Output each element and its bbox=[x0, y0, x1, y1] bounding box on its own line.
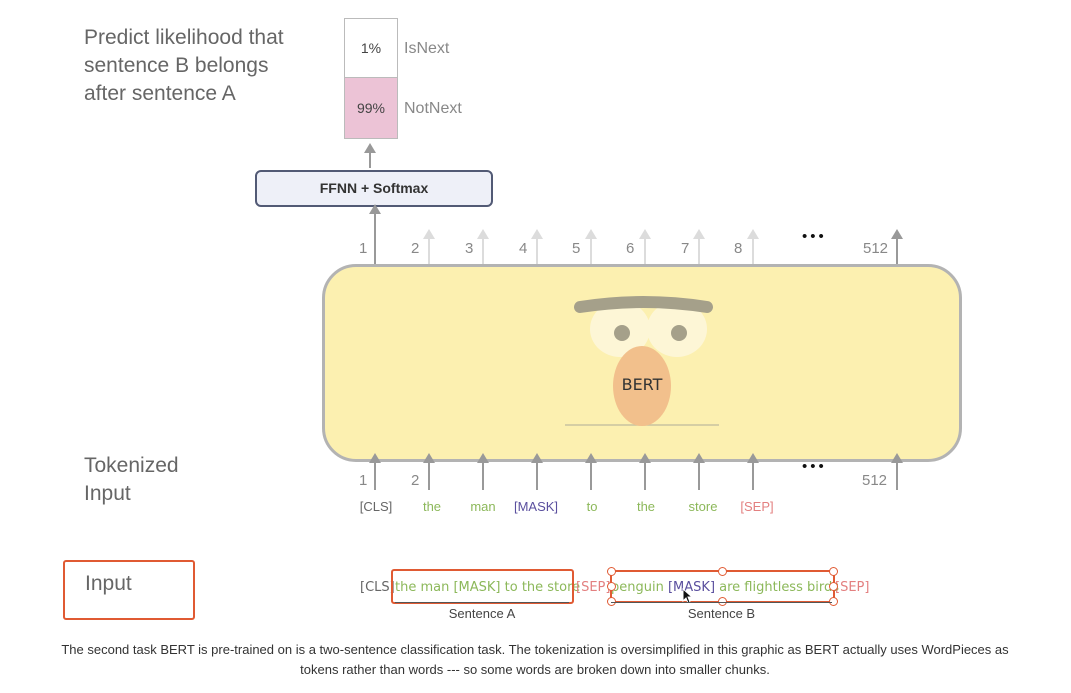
input-cls: [CLS] bbox=[360, 580, 395, 595]
input-arrow-7 bbox=[693, 453, 705, 490]
output-position-7: 7 bbox=[681, 240, 690, 257]
output-position-512: 512 bbox=[863, 240, 889, 257]
input-label-box[interactable]: Input bbox=[63, 560, 195, 620]
sentence-a-selection[interactable] bbox=[391, 569, 574, 604]
bert-model-box: BERT bbox=[322, 264, 962, 462]
resize-handle-bm[interactable] bbox=[718, 597, 727, 606]
resize-handle-tm[interactable] bbox=[718, 567, 727, 576]
input-sep-1: [SEP] bbox=[576, 580, 611, 595]
output-position-4: 4 bbox=[519, 240, 528, 257]
token-cls: [CLS] bbox=[359, 499, 393, 514]
output-arrow-3 bbox=[477, 229, 489, 264]
output-position-1: 1 bbox=[359, 240, 368, 257]
input-sep-2: [SEP] bbox=[835, 580, 870, 595]
output-arrow-6 bbox=[639, 229, 651, 264]
input-arrow-2 bbox=[423, 453, 435, 490]
output-arrow-5 bbox=[585, 229, 597, 264]
input-arrow-8 bbox=[747, 453, 759, 490]
output-arrow-8 bbox=[747, 229, 759, 264]
input-arrow-4 bbox=[531, 453, 543, 490]
figure-caption: The second task BERT is pre-trained on i… bbox=[61, 642, 1009, 677]
sentence-a-text: the man [MASK] to the store bbox=[395, 580, 580, 595]
isnext-probability: 1% bbox=[344, 18, 398, 78]
output-arrow-2 bbox=[423, 229, 435, 264]
resize-handle-mr[interactable] bbox=[829, 582, 838, 591]
output-arrow-7 bbox=[693, 229, 705, 264]
sentence-b-mask: [MASK] bbox=[667, 580, 716, 595]
resize-handle-br[interactable] bbox=[829, 597, 838, 606]
sentence-b-underline bbox=[611, 602, 832, 603]
predict-heading: Predict likelihood that sentence B belon… bbox=[84, 26, 284, 105]
token-the: the bbox=[422, 499, 442, 514]
token-sep: [SEP] bbox=[740, 499, 774, 514]
notnext-label: NotNext bbox=[404, 100, 462, 117]
input-ellipsis: ••• bbox=[802, 458, 827, 475]
output-position-2: 2 bbox=[411, 240, 420, 257]
input-arrow-3 bbox=[477, 453, 489, 490]
output-arrow-4 bbox=[531, 229, 543, 264]
sentence-b-selection[interactable] bbox=[607, 567, 838, 606]
output-ellipsis: ••• bbox=[802, 228, 827, 245]
sentence-b-part-2: are flightless birds bbox=[719, 580, 839, 595]
resize-handle-tr[interactable] bbox=[829, 567, 838, 576]
token-store: store bbox=[688, 499, 718, 514]
sentence-a-underline bbox=[395, 602, 569, 603]
input-position-1: 1 bbox=[359, 472, 368, 489]
sentence-b-part-1: penguin bbox=[611, 580, 664, 595]
sentence-a-part: the man [MASK] to the store bbox=[395, 580, 581, 595]
output-position-5: 5 bbox=[572, 240, 581, 257]
sentence-b-label: Sentence B bbox=[687, 606, 756, 621]
bert-face-illustration bbox=[565, 296, 719, 426]
resize-handle-ml[interactable] bbox=[607, 582, 616, 591]
input-position-2: 2 bbox=[411, 472, 420, 489]
input-position-512: 512 bbox=[862, 472, 888, 489]
token-the-2: the bbox=[636, 499, 656, 514]
input-arrow-5 bbox=[585, 453, 597, 490]
output-position-8: 8 bbox=[734, 240, 743, 257]
token-mask: [MASK] bbox=[513, 499, 559, 514]
tokenized-input-heading: Tokenized Input bbox=[84, 454, 179, 505]
token-man: man bbox=[470, 499, 496, 514]
cls-output-arrow bbox=[369, 204, 381, 265]
input-arrow-1 bbox=[369, 453, 381, 490]
ffnn-to-output-arrow bbox=[364, 143, 376, 168]
input-heading: Input bbox=[85, 572, 132, 595]
notnext-probability: 99% bbox=[344, 77, 398, 139]
output-arrow-512 bbox=[891, 229, 903, 264]
input-arrow-512 bbox=[891, 453, 903, 490]
bert-label: BERT bbox=[621, 375, 663, 394]
resize-handle-bl[interactable] bbox=[607, 597, 616, 606]
isnext-label: IsNext bbox=[404, 40, 450, 57]
sentence-b-text: penguin [MASK] are flightless birds bbox=[611, 580, 839, 595]
token-to: to bbox=[586, 499, 598, 514]
sentence-a-label: Sentence A bbox=[448, 606, 516, 621]
ffnn-softmax-box: FFNN + Softmax bbox=[255, 170, 493, 207]
resize-handle-tl[interactable] bbox=[607, 567, 616, 576]
output-position-6: 6 bbox=[626, 240, 635, 257]
output-position-3: 3 bbox=[465, 240, 474, 257]
input-arrow-6 bbox=[639, 453, 651, 490]
